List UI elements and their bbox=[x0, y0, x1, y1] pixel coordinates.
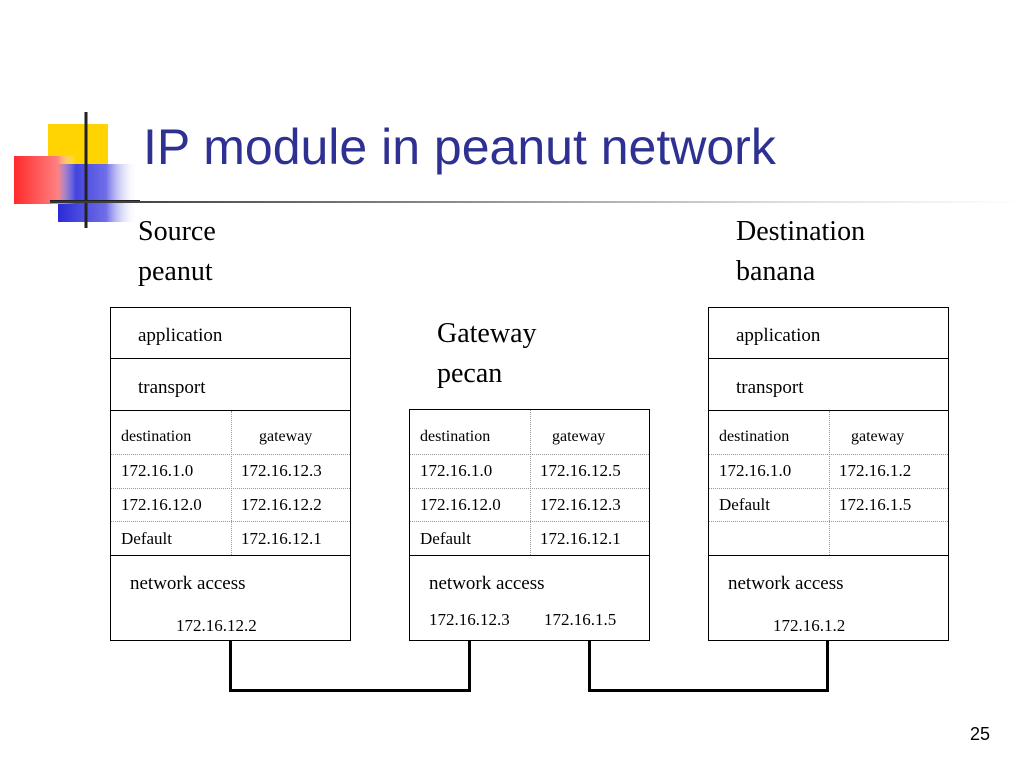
slide-title: IP module in peanut network bbox=[143, 119, 776, 175]
destination-network-access: network access bbox=[728, 573, 844, 594]
route-destination: 172.16.1.0 bbox=[719, 461, 792, 480]
source-label: Source peanut bbox=[138, 212, 216, 292]
gateway-label-line2: pecan bbox=[437, 358, 503, 389]
source-ip-address: 172.16.12.2 bbox=[176, 616, 257, 635]
source-label-line2: peanut bbox=[138, 256, 213, 287]
route-destination: 172.16.1.0 bbox=[121, 461, 194, 480]
route-destination: 172.16.1.0 bbox=[420, 461, 493, 480]
route-gateway: 172.16.12.5 bbox=[540, 461, 621, 480]
source-label-line1: Source bbox=[138, 216, 216, 247]
table-header-gateway: gateway bbox=[552, 428, 606, 445]
route-destination: Default bbox=[719, 495, 770, 514]
route-gateway: 172.16.12.2 bbox=[241, 495, 322, 514]
route-gateway: 172.16.1.5 bbox=[839, 495, 912, 514]
route-gateway: 172.16.12.1 bbox=[540, 529, 621, 548]
table-header-gateway: gateway bbox=[259, 428, 313, 445]
table-header-destination: destination bbox=[719, 428, 790, 445]
source-network-access: network access bbox=[130, 573, 246, 594]
source-stack: application transport destination gatewa… bbox=[110, 307, 351, 641]
destination-label-line2: banana bbox=[736, 256, 816, 287]
decorative-squares-icon bbox=[14, 112, 140, 228]
route-gateway: 172.16.12.3 bbox=[540, 495, 621, 514]
gateway-network-access: network access bbox=[429, 573, 545, 594]
destination-transport-layer: transport bbox=[736, 377, 804, 398]
destination-stack: application transport destination gatewa… bbox=[708, 307, 949, 641]
destination-ip-address: 172.16.1.2 bbox=[773, 616, 846, 635]
gateway-stack: destination gateway 172.16.1.0 172.16.12… bbox=[409, 409, 650, 641]
route-gateway: 172.16.1.2 bbox=[839, 461, 912, 480]
table-header-gateway: gateway bbox=[851, 428, 905, 445]
route-gateway: 172.16.12.3 bbox=[241, 461, 322, 480]
table-header-destination: destination bbox=[121, 428, 192, 445]
route-destination: Default bbox=[121, 529, 172, 548]
route-gateway: 172.16.12.1 bbox=[241, 529, 322, 548]
title-divider bbox=[50, 201, 1024, 203]
route-destination: 172.16.12.0 bbox=[121, 495, 202, 514]
page-number: 25 bbox=[969, 724, 990, 744]
gateway-label: Gateway pecan bbox=[437, 314, 537, 394]
source-application-layer: application bbox=[138, 325, 223, 346]
gateway-label-line1: Gateway bbox=[437, 318, 537, 349]
decorative-logo bbox=[0, 108, 140, 228]
route-destination: Default bbox=[420, 529, 471, 548]
destination-label-line1: Destination bbox=[736, 216, 866, 247]
gateway-ip-address-right: 172.16.1.5 bbox=[544, 610, 617, 629]
destination-application-layer: application bbox=[736, 325, 821, 346]
destination-label: Destination banana bbox=[736, 212, 865, 292]
gateway-ip-address-left: 172.16.12.3 bbox=[429, 610, 510, 629]
route-destination: 172.16.12.0 bbox=[420, 495, 501, 514]
table-header-destination: destination bbox=[420, 428, 491, 445]
source-transport-layer: transport bbox=[138, 377, 206, 398]
